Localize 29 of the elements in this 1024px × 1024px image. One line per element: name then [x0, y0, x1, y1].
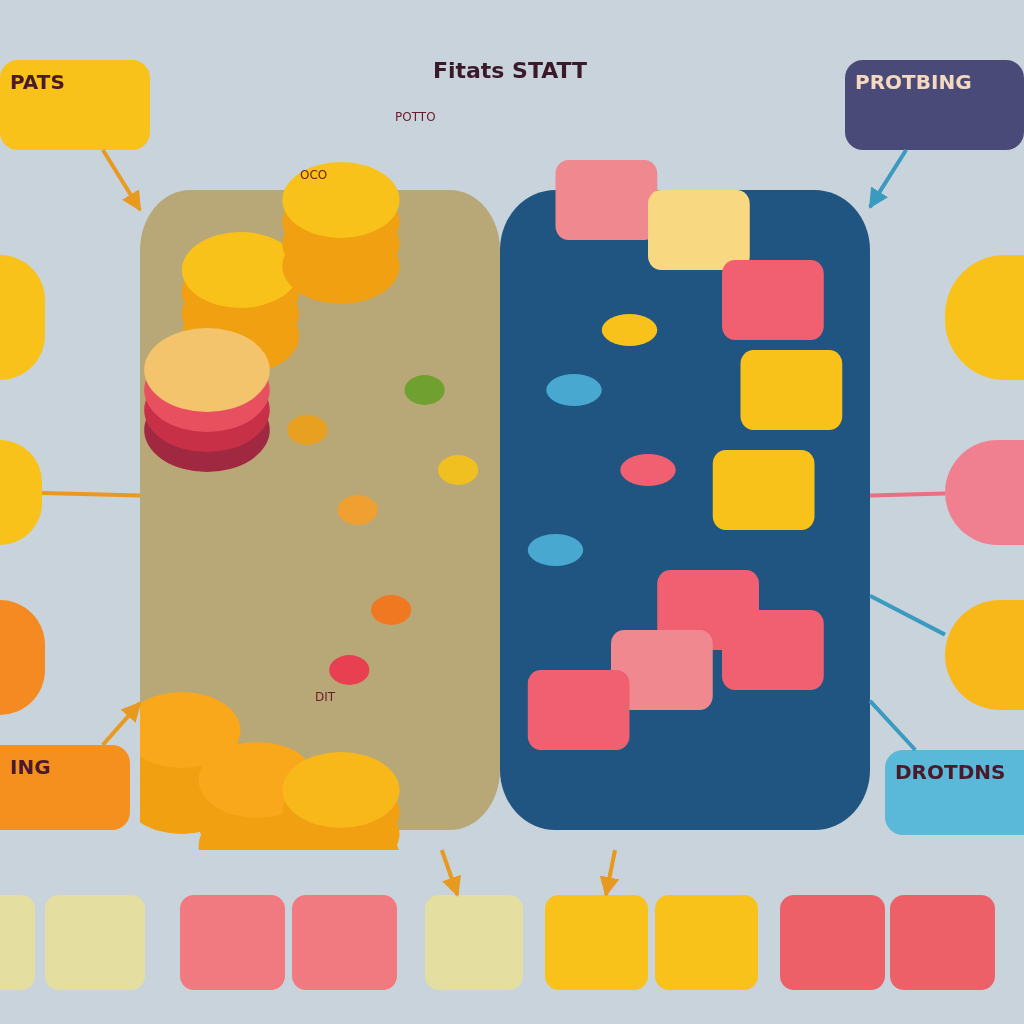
callout-bubble — [945, 440, 1024, 545]
note-card — [655, 895, 758, 990]
note-card — [545, 895, 648, 990]
callout-heading: PATS — [10, 70, 65, 94]
callout-bubble — [945, 600, 1024, 710]
arrow — [101, 701, 142, 747]
note-card — [45, 895, 145, 990]
part-label: DIT — [315, 690, 336, 704]
note-card — [292, 895, 397, 990]
part-label: OCO — [300, 168, 328, 182]
note-card — [425, 895, 523, 990]
callout-box — [0, 745, 130, 830]
callout-heading: ING — [10, 755, 51, 779]
callout-box — [0, 60, 150, 150]
callout-heading: PROTBING — [855, 70, 972, 94]
arrow — [868, 148, 908, 209]
part-label: POTTO — [395, 110, 436, 124]
diagram-title: Fitats STATT — [431, 58, 589, 83]
arrow — [101, 148, 142, 212]
arrow — [599, 849, 620, 897]
note-card — [890, 895, 995, 990]
note-card — [780, 895, 885, 990]
note-card — [180, 895, 285, 990]
callout-heading: DROTDNS — [895, 760, 1006, 784]
callout-box — [885, 750, 1024, 835]
arrow — [439, 849, 461, 897]
note-card — [0, 895, 35, 990]
callout-bubble — [945, 255, 1024, 380]
callout-box — [845, 60, 1024, 150]
